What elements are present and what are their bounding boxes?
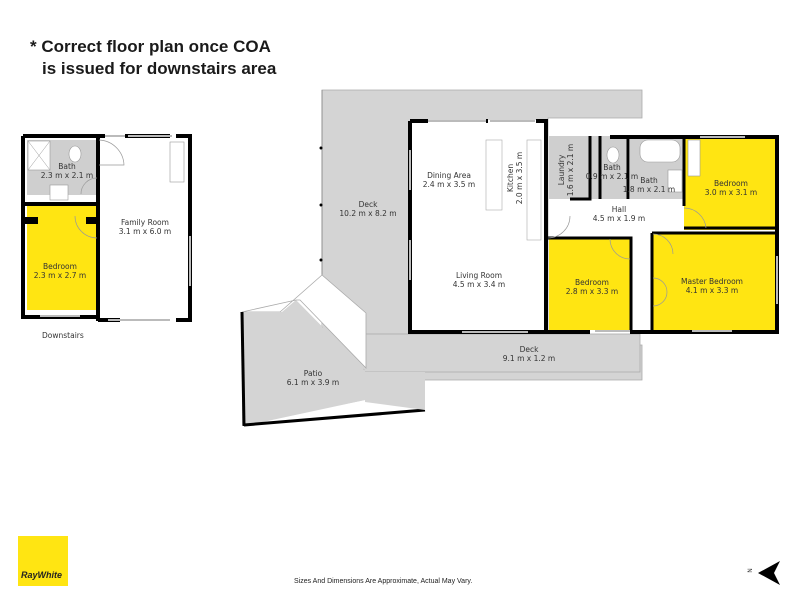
room-label-bath-small: Bath 0.9 m x 2.1 m xyxy=(586,163,638,181)
room-size: 4.1 m x 3.3 m xyxy=(685,286,739,295)
room-name: Hall xyxy=(611,205,627,214)
room-name: Bath xyxy=(640,176,658,185)
upstairs-rooms xyxy=(408,119,779,334)
room-name: Bedroom xyxy=(714,179,748,188)
note-line-2: is issued for downstairs area xyxy=(42,59,277,78)
disclaimer-text: Sizes And Dimensions Are Approximate, Ac… xyxy=(294,578,473,585)
brand-name: RayWhite xyxy=(21,570,63,580)
room-name: Deck xyxy=(358,200,378,209)
downstairs-plan xyxy=(21,134,192,322)
note-line-1: * Correct floor plan once COA xyxy=(30,37,271,56)
room-name: Dining Area xyxy=(427,171,471,180)
room-name: Bedroom xyxy=(575,278,609,287)
room-name: Family Room xyxy=(121,218,169,227)
room-size: 0.9 m x 2.1 m xyxy=(585,172,639,181)
room-label-family-room: Family Room 3.1 m x 6.0 m xyxy=(119,218,171,236)
room-label-kitchen: Kitchen 2.0 m x 3.5 m xyxy=(506,152,524,204)
room-name: Bedroom xyxy=(43,262,77,271)
room-label-patio: Patio 6.1 m x 3.9 m xyxy=(287,369,339,387)
room-name: Living Room xyxy=(455,271,503,280)
room-label-downstairs-bath: Bath 2.3 m x 2.1 m xyxy=(41,162,93,180)
room-size: 2.8 m x 3.3 m xyxy=(565,287,619,296)
room-size: 2.4 m x 3.5 m xyxy=(422,180,476,189)
room-size: 1.6 m x 2.1 m xyxy=(566,143,575,197)
room-size: 1.8 m x 2.1 m xyxy=(622,185,676,194)
room-label-deck-strip: Deck 9.1 m x 1.2 m xyxy=(503,345,555,363)
north-arrow: N xyxy=(747,560,788,586)
room-name: Kitchen xyxy=(506,163,515,193)
north-arrow-icon xyxy=(758,561,780,585)
room-size: 2.3 m x 2.7 m xyxy=(33,271,87,280)
floor-plan-note: * Correct floor plan once COA is issued … xyxy=(30,36,276,80)
room-size: 3.1 m x 6.0 m xyxy=(118,227,172,236)
room-label-laundry: Laundry 1.6 m x 2.1 m xyxy=(557,144,575,196)
room-label-bedroom-3: Bedroom 3.0 m x 3.1 m xyxy=(705,179,757,197)
room-name: Master Bedroom xyxy=(681,277,743,286)
room-name: Patio xyxy=(303,369,323,378)
room-label-dining-area: Dining Area 2.4 m x 3.5 m xyxy=(423,171,475,189)
room-label-bedroom-2: Bedroom 2.8 m x 3.3 m xyxy=(566,278,618,296)
room-label-living-room: Living Room 4.5 m x 3.4 m xyxy=(453,271,505,289)
room-size: 6.1 m x 3.9 m xyxy=(286,378,340,387)
room-size: 2.3 m x 2.1 m xyxy=(40,171,94,180)
raywhite-logo: RayWhite xyxy=(18,536,68,586)
room-name: Bath xyxy=(603,163,621,172)
room-label-hall: Hall 4.5 m x 1.9 m xyxy=(593,205,645,223)
room-size: 9.1 m x 1.2 m xyxy=(502,354,556,363)
room-label-master-bedroom: Master Bedroom 4.1 m x 3.3 m xyxy=(681,277,743,295)
room-name: Bath xyxy=(58,162,76,171)
room-size: 10.2 m x 8.2 m xyxy=(339,209,397,218)
room-size: 3.0 m x 3.1 m xyxy=(704,188,758,197)
room-size: 4.5 m x 1.9 m xyxy=(592,214,646,223)
room-name: Laundry xyxy=(557,154,566,186)
room-size: 2.0 m x 3.5 m xyxy=(515,151,524,205)
room-label-bath-main: Bath 1.8 m x 2.1 m xyxy=(623,176,675,194)
room-size: 4.5 m x 3.4 m xyxy=(452,280,506,289)
room-label-deck-large: Deck 10.2 m x 8.2 m xyxy=(339,200,396,218)
room-label-downstairs-bedroom: Bedroom 2.3 m x 2.7 m xyxy=(34,262,86,280)
room-name: Deck xyxy=(519,345,539,354)
downstairs-label: Downstairs xyxy=(42,331,84,340)
